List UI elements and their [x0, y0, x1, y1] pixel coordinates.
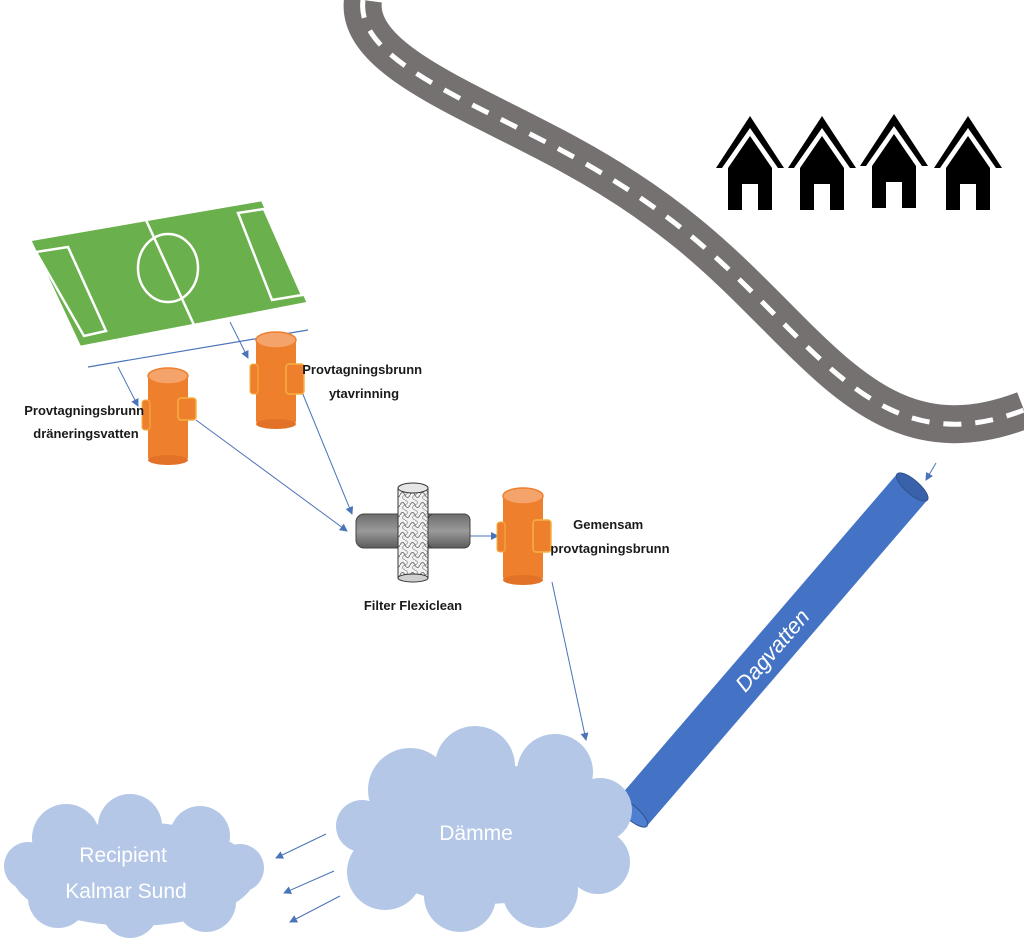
drainage-well-label-line-1: Provtagningsbrunn — [24, 403, 144, 418]
recipient-label-line-1: Recipient — [79, 844, 167, 867]
sampling-well-icon — [141, 367, 197, 465]
house-icon — [716, 116, 784, 210]
pond-label: Dämme — [439, 822, 513, 845]
filter-icon — [355, 482, 471, 583]
recipient-label-line-2: Kalmar Sund — [65, 880, 186, 903]
surface-well-label-line-2: ytavrinning — [329, 386, 399, 401]
house-icon — [788, 116, 856, 210]
football-field-icon — [28, 198, 310, 349]
cloud-icon: Dämme — [336, 726, 632, 932]
common-well-label-line-1: Gemensam — [573, 517, 643, 532]
surface-well-label-line-1: Provtagningsbrunn — [302, 362, 422, 377]
house-icon — [860, 114, 928, 208]
surface-well-label: Provtagningsbrunn ytavrinning — [302, 362, 426, 401]
common-well-label-line-2: provtagningsbrunn — [550, 541, 669, 556]
drainage-well-label: Provtagningsbrunn dräneringsvatten — [24, 403, 148, 441]
stormwater-label: Dagvatten — [730, 604, 814, 696]
drainage-well-label-line-2: dräneringsvatten — [33, 426, 139, 441]
recipient-label: Recipient Kalmar Sund — [65, 844, 186, 903]
filter-label: Filter Flexiclean — [364, 598, 462, 613]
sampling-well-icon — [249, 331, 305, 429]
sampling-well-icon — [496, 487, 552, 585]
road-icon — [343, 0, 1024, 444]
pipe-icon: Dagvatten — [615, 472, 929, 828]
houses — [716, 114, 1002, 210]
house-icon — [934, 116, 1002, 210]
common-well-label: Gemensam provtagningsbrunn — [550, 517, 669, 556]
cloud-icon: Recipient Kalmar Sund — [4, 794, 264, 938]
